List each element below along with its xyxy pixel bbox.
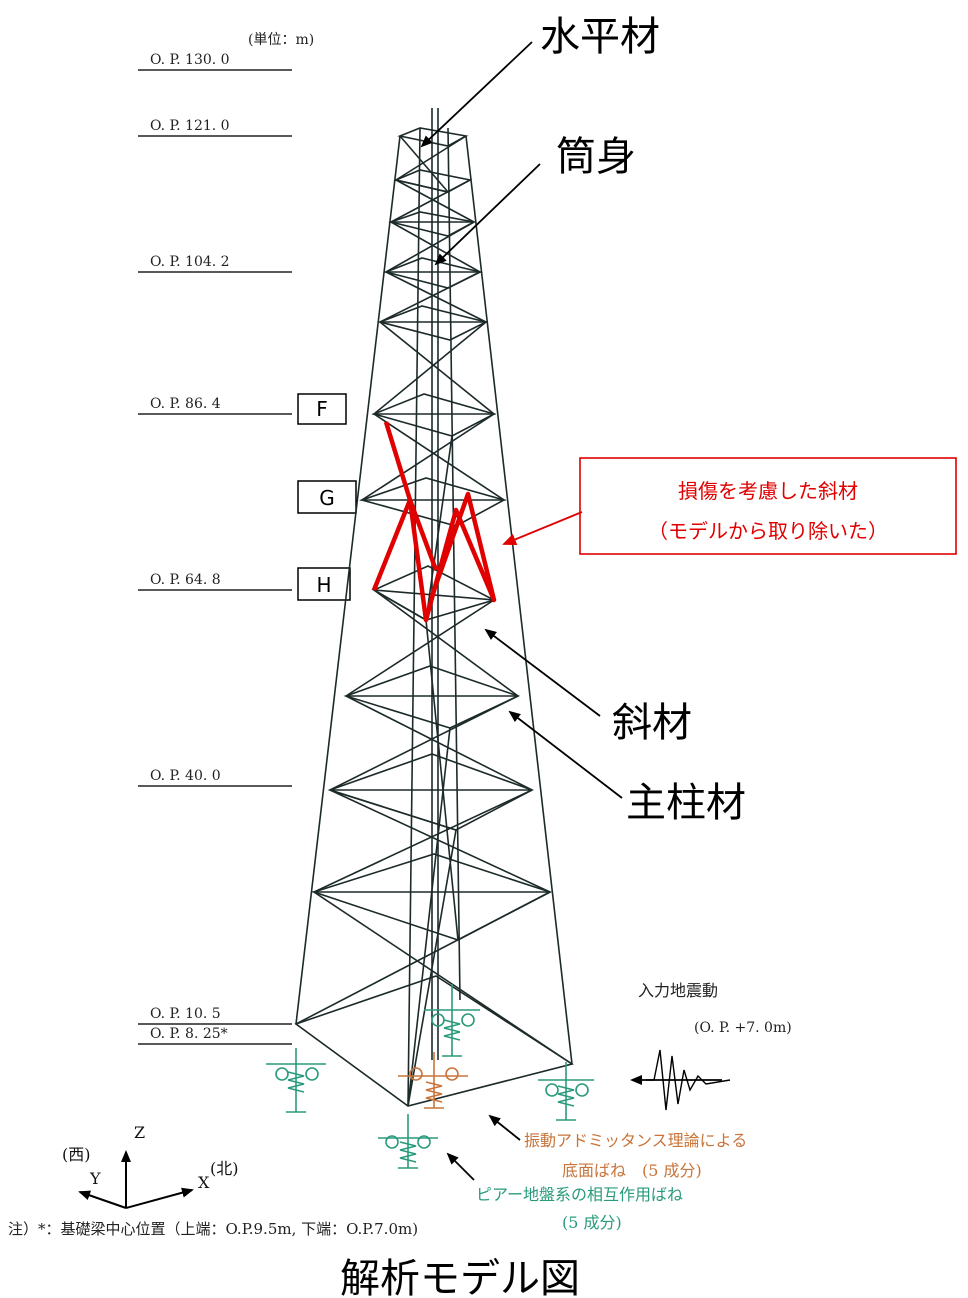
seismic-wave-icon (646, 1049, 731, 1111)
label-diagonal: 斜材 (612, 700, 692, 746)
level-label: O. P. 8. 25* (150, 1026, 228, 1042)
level-label: O. P. 40. 0 (150, 768, 221, 784)
label-horizontal-member: 水平材 (540, 14, 660, 60)
green-spring-desc-2: (5 成分) (562, 1213, 622, 1232)
level-markers: O. P. 130. 0 O. P. 121. 0 O. P. 104. 2 O… (138, 52, 292, 1045)
axis-x-label: X (198, 1173, 210, 1192)
level-label: O. P. 121. 0 (150, 118, 230, 134)
callout-arrows (420, 41, 722, 1181)
label-cylinder: 筒身 (556, 134, 636, 180)
figure-title: 解析モデル図 (340, 1256, 580, 1298)
coordinate-axes (78, 1150, 194, 1209)
level-label: O. P. 64. 8 (150, 572, 221, 588)
level-label: O. P. 104. 2 (150, 254, 230, 270)
level-label: O. P. 10. 5 (150, 1006, 221, 1022)
input-motion-level: (O. P. +7. 0m) (694, 1020, 792, 1036)
green-spring-desc-1: ピアー地盤系の相互作用ばね (476, 1185, 683, 1204)
input-motion-label: 入力地震動 (638, 981, 718, 1000)
section-box-g: G (297, 480, 357, 514)
svg-text:H: H (316, 573, 331, 597)
section-box-h: H (297, 567, 351, 601)
orange-spring-desc-2: 底面ばね (5 成分) (562, 1161, 702, 1180)
support-springs-green (266, 984, 594, 1169)
svg-text:（モデルから取り除いた）: （モデルから取り除いた） (648, 519, 888, 543)
svg-text:G: G (319, 486, 335, 510)
axis-y-label: Y (89, 1169, 101, 1188)
svg-text:損傷を考慮した斜材: 損傷を考慮した斜材 (678, 479, 858, 503)
svg-text:F: F (316, 397, 328, 421)
damage-callout: 損傷を考慮した斜材 （モデルから取り除いた） (502, 457, 957, 555)
unit-label: (単位：m) (248, 32, 314, 48)
tower-frame (294, 108, 574, 1107)
level-label: O. P. 86. 4 (150, 396, 221, 412)
orange-spring-desc-1: 振動アドミッタンス理論による (524, 1131, 747, 1150)
level-label: O. P. 130. 0 (150, 52, 230, 68)
axis-z-label: Z (134, 1123, 145, 1142)
footnote: 注）*：基礎梁中心位置（上端：O.P.9.5m, 下端：O.P.7.0m) (8, 1220, 418, 1238)
damaged-diagonals (371, 421, 497, 623)
label-main-column: 主柱材 (626, 780, 746, 826)
section-box-f: F (297, 393, 347, 425)
support-springs-orange (398, 1052, 468, 1109)
axis-north-label: (北) (210, 1159, 239, 1178)
axis-west-label: (西) (62, 1145, 91, 1164)
